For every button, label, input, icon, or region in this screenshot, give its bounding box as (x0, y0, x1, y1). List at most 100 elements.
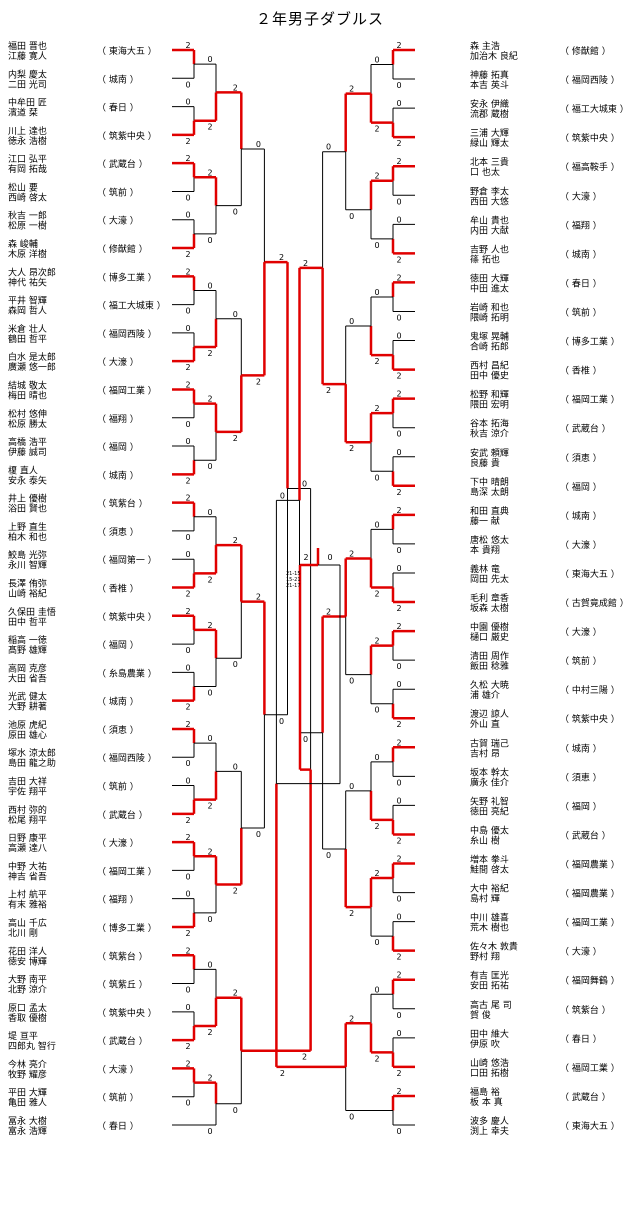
left-team-player2: 木原 洋樹 (8, 248, 47, 260)
left-team-player1: 白水 是太郎 (8, 351, 56, 363)
right-team-school: （ 福岡工業 ） (560, 917, 620, 929)
left-team-player2: 神吉 省吾 (8, 870, 47, 882)
game-wins: 2 (374, 357, 379, 366)
right-team-school: （ 福高鞍手 ） (560, 161, 620, 173)
game-wins: 2 (374, 822, 379, 831)
left-team-player1: 堤 亘平 (8, 1031, 38, 1042)
right-team-player2: 安田 拓祐 (470, 980, 509, 992)
left-team-player2: 濱道 栞 (8, 107, 38, 119)
game-wins: 0 (326, 851, 331, 860)
left-team-player2: 浴田 賢也 (8, 503, 47, 515)
game-wins: 2 (233, 434, 238, 443)
left-team-player1: 大人 昂次郎 (8, 266, 56, 278)
game-wins: 2 (374, 404, 379, 413)
final-score: 21-15 (286, 571, 301, 577)
right-team-player2: 西田 大悠 (470, 195, 509, 207)
left-team-player2: 柏木 和也 (8, 531, 47, 543)
left-team-player2: 有末 雅裕 (8, 899, 47, 911)
left-team-school: （ 福岡 ） (97, 441, 139, 453)
right-team-player2: 合崎 拓郎 (470, 341, 509, 353)
game-wins: 2 (185, 607, 190, 616)
right-team-player1: 増本 拳斗 (470, 854, 509, 866)
game-wins: 2 (396, 372, 401, 381)
game-wins: 0 (256, 830, 261, 839)
right-team-player1: 有吉 匡光 (470, 970, 509, 982)
left-team-school: （ 福岡工業 ） (97, 384, 157, 396)
right-team-player1: 西村 昌紀 (470, 360, 509, 372)
right-team-player2: 流郡 蔵樹 (470, 108, 509, 120)
game-wins: 2 (185, 267, 190, 276)
left-team-school: （ 福翔 ） (97, 894, 139, 906)
game-wins: 2 (279, 253, 284, 262)
page-title: ２年男子ダブルス (255, 10, 384, 28)
left-team-player1: 日野 康平 (8, 832, 47, 844)
game-wins: 2 (207, 123, 212, 132)
game-wins: 0 (396, 215, 401, 224)
game-wins: 0 (207, 689, 212, 698)
left-team-school: （ 大濠 ） (97, 215, 139, 227)
game-wins: 2 (207, 349, 212, 358)
right-team-school: （ 福工大城東 ） (560, 103, 629, 115)
left-team-player2: 島田 龍之助 (8, 757, 56, 769)
game-wins: 0 (207, 960, 212, 969)
game-wins: 2 (396, 720, 401, 729)
game-wins: 0 (374, 706, 379, 715)
game-wins: 0 (374, 985, 379, 994)
right-team-player1: 波多 慶人 (470, 1115, 509, 1127)
left-team-school: （ 糸島農業 ） (97, 667, 157, 679)
game-wins: 0 (396, 796, 401, 805)
game-wins: 0 (185, 986, 190, 995)
game-wins: 2 (396, 855, 401, 864)
left-team-player1: 内梨 慶太 (8, 68, 47, 80)
right-team-school: （ 筑前 ） (560, 655, 602, 667)
game-wins: 0 (374, 938, 379, 947)
left-team-player1: 光武 健太 (8, 691, 47, 703)
game-wins: 2 (326, 386, 331, 395)
right-team-player2: 廣永 佳介 (470, 776, 509, 788)
left-team-player2: 山崎 裕紀 (8, 588, 47, 600)
game-wins: 0 (374, 520, 379, 529)
game-wins: 2 (185, 494, 190, 503)
game-wins: 0 (374, 241, 379, 250)
right-team-player1: 福島 裕 (470, 1086, 500, 1098)
left-team-player1: 長澤 侑弥 (8, 578, 47, 590)
game-wins: 0 (396, 448, 401, 457)
left-team-school: （ 城南 ） (97, 73, 139, 85)
right-team-school: （ 福岡 ） (560, 481, 602, 493)
game-wins: 2 (185, 250, 190, 259)
left-team-player2: 田中 哲平 (8, 616, 47, 628)
game-wins: 2 (349, 1014, 354, 1023)
right-team-player2: 内田 大献 (470, 224, 509, 236)
left-team-school: （ 筑紫中央 ） (97, 130, 157, 142)
right-team-player1: 毛利 章香 (470, 592, 509, 604)
left-team-player2: 髙野 雄輝 (8, 644, 47, 656)
game-wins: 0 (396, 332, 401, 341)
right-team-school: （ 東海大五 ） (560, 568, 620, 580)
right-team-player2: 坂森 太樹 (470, 602, 509, 614)
left-team-player1: 西村 弥的 (8, 804, 47, 816)
left-team-school: （ 筑紫中央 ） (97, 1007, 157, 1019)
left-team-school: （ 東海大五 ） (97, 45, 157, 57)
right-team-player1: 徳田 大輝 (470, 272, 509, 284)
left-team-player1: 久保田 圭悟 (8, 606, 56, 618)
right-team-player1: 山崎 悠浩 (470, 1057, 509, 1069)
right-team-player2: 樋口 厳史 (470, 631, 509, 643)
right-team-player2: 渕上 幸夫 (470, 1125, 509, 1137)
game-wins: 2 (185, 929, 190, 938)
right-team-player2: 良藤 貴 (470, 457, 500, 469)
left-team-school: （ 筑紫丘 ） (97, 979, 148, 991)
game-wins: 2 (396, 1087, 401, 1096)
right-team-player2: 本 貴翔 (470, 544, 500, 556)
game-wins: 2 (185, 137, 190, 146)
game-wins: 0 (207, 55, 212, 64)
left-team-player2: 徳安 博輝 (8, 955, 47, 967)
left-team-school: （ 筑紫中央 ） (97, 611, 157, 623)
game-wins: 0 (185, 211, 190, 220)
right-team-school: （ 城南 ） (560, 742, 602, 754)
right-team-school: （ 武蔵台 ） (560, 423, 611, 435)
right-team-school: （ 大濠 ） (560, 626, 602, 638)
left-team-player1: 米倉 壮人 (8, 323, 47, 335)
left-team-player2: 大田 省吾 (8, 672, 47, 684)
right-team-player2: 篠 拓也 (470, 253, 500, 265)
game-wins: 2 (396, 622, 401, 631)
